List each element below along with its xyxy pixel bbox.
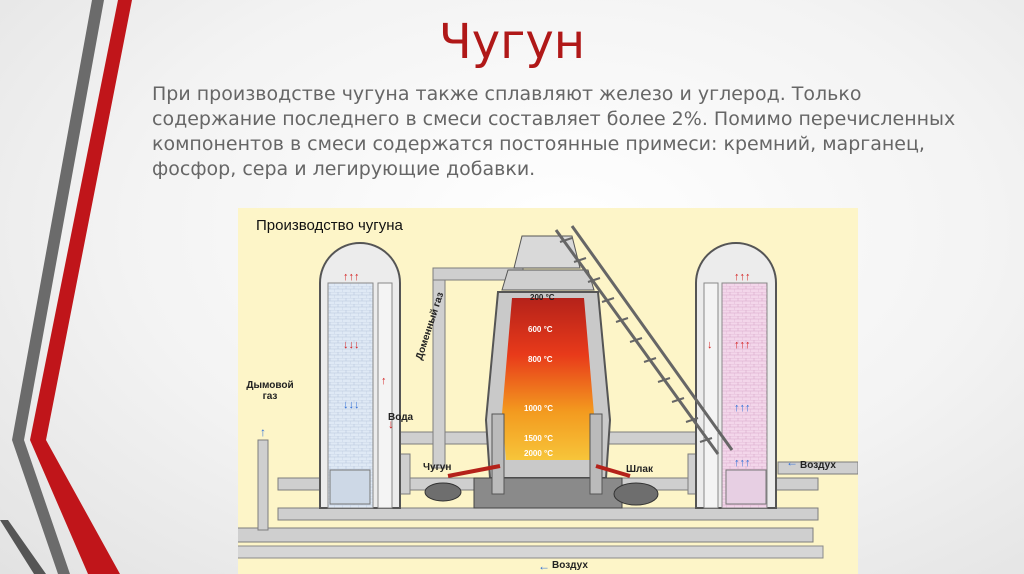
left-stove: ↑↑↑ ↓↓↓ ↓↓↓ ↑ xyxy=(319,242,401,509)
svg-text:↑↑↑: ↑↑↑ xyxy=(343,271,360,283)
svg-text:↓: ↓ xyxy=(388,417,394,431)
blast-furnace-diagram: ↑↑↑ ↓↓↓ ↓↓↓ ↑ ↑↑↑ ↑↑↑ ↑↑↑ ↓ ↑↑↑ xyxy=(238,208,858,574)
temp-1500: 1500 °C xyxy=(524,434,553,443)
svg-text:↑↑↑: ↑↑↑ xyxy=(734,271,751,283)
flow-arrows: ↑ ← ← ↓ xyxy=(260,417,798,573)
diagram-caption: Производство чугуна xyxy=(256,217,403,234)
bottom-air-duct xyxy=(238,527,824,559)
svg-text:↓↓↓: ↓↓↓ xyxy=(343,339,360,351)
svg-text:↑: ↑ xyxy=(381,375,387,387)
svg-text:↑: ↑ xyxy=(260,425,266,439)
temp-2000: 2000 °C xyxy=(524,449,553,458)
dark-stripe xyxy=(0,520,46,574)
svg-text:←: ← xyxy=(538,559,550,573)
svg-text:↑↑↑: ↑↑↑ xyxy=(734,339,751,351)
svg-text:↓↓↓: ↓↓↓ xyxy=(343,399,360,411)
skip-hoist-ramp xyxy=(554,225,734,455)
svg-text:↓: ↓ xyxy=(707,339,713,351)
temp-800: 800 °C xyxy=(528,355,553,364)
temp-200: 200 °C xyxy=(530,293,555,302)
svg-text:↑↑↑: ↑↑↑ xyxy=(734,457,751,469)
slag-ladle xyxy=(613,482,659,506)
temp-600: 600 °C xyxy=(528,325,553,334)
svg-text:↑↑↑: ↑↑↑ xyxy=(734,402,751,414)
intro-paragraph: При производстве чугуна также сплавляют … xyxy=(152,83,956,180)
svg-text:←: ← xyxy=(786,455,798,469)
pig-iron-label: Чугун xyxy=(423,462,452,473)
flue-gas-label: Дымовой газ xyxy=(246,380,294,402)
water-label: Вода xyxy=(388,412,414,423)
blast-furnace xyxy=(473,235,623,509)
slag-label: Шлак xyxy=(626,464,653,475)
pipe-network xyxy=(257,267,858,531)
pig-iron-ladle xyxy=(424,482,462,502)
tapping-channels xyxy=(424,464,659,506)
temp-1000: 1000 °C xyxy=(524,404,553,413)
air-inlet-right-label: Воздух xyxy=(800,460,836,471)
air-inlet-bottom-label: Воздух xyxy=(552,560,588,571)
right-stove: ↑↑↑ ↑↑↑ ↑↑↑ ↓ ↑↑↑ xyxy=(695,242,777,509)
slide-title: Чугун xyxy=(438,14,586,70)
